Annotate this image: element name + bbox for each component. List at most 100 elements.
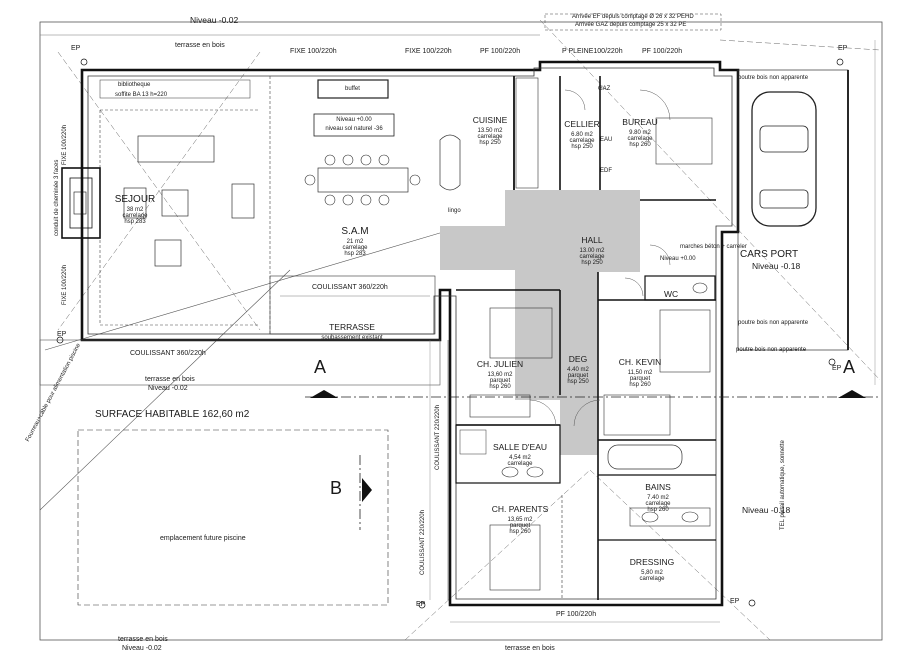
arrivee-gaz: Arrivée GAZ depuis comptage 25 x 32 PE [575,22,687,28]
portail-label: TEL portail automatique, sonnette [780,440,786,530]
section-a-right-label: A [843,357,856,377]
ep-label-5: EP [832,365,842,372]
fixe-left-1: FIXE 100/220h [62,124,68,165]
ep-marker-2 [56,336,64,344]
julien-bed [489,307,553,359]
armchair-2 [231,183,255,219]
level-left: Niveau -0.02 [148,385,188,392]
fixe-top-2: FIXE 100/220h [405,48,452,55]
coulissant-v-2: COULISSANT 220/220h [420,510,426,575]
roof-diagonal-7 [44,229,451,351]
car-windshield [759,125,809,153]
roof-diagonal-2 [57,51,261,331]
armchair-1 [123,187,147,219]
bains-vanity [629,507,711,527]
terrace-bottom-label: terrasse en bois [505,645,555,652]
ep-marker-3 [418,601,426,609]
room-hall: HALL 13.00 m2 carrelage hsp 250 [579,235,605,267]
section-a-left-label: A [314,357,327,377]
room-dressing: DRESSING 5,80 m2 carrelage [629,557,675,583]
pool-label: emplacement future piscine [160,535,246,542]
roof-diagonal-8 [39,269,291,511]
surface-habitable: SURFACE HABITABLE 162,60 m2 [95,409,250,420]
coulissant-left: COULISSANT 360/220h [130,350,206,357]
ep-label-1: EP [71,45,81,52]
armchair-3 [154,239,182,267]
wc-room [644,275,716,301]
coulissant-v-1: COULISSANT 220/220h [435,405,441,470]
bains-basin-2 [681,511,699,523]
arrivee-box [544,13,722,31]
roof-diagonal-5 [404,469,591,641]
terrace-bottom-left-label: terrasse en bois [118,636,168,643]
kitchen-island [439,134,461,191]
room-bureau: BUREAU 9.80 m2 carrelage hsp 260 [622,117,658,149]
section-b-label: B [330,478,343,498]
salle-eau-basin-1 [501,466,519,478]
ep-label-4: EP [838,45,848,52]
cellier-door-swing [564,89,586,111]
terrace-left [39,339,441,386]
room-sejour: SEJOUR 38 m2 carrelage hsp 283 [114,194,156,226]
conduit-label: conduit de cheminée 3 faces [54,159,60,236]
bookshelf [99,79,251,99]
salle-eau-room [455,424,561,484]
kevin-wardrobe [603,394,671,436]
buffet-label: buffet [345,86,360,92]
ep-marker-6 [748,599,756,607]
ep-marker-1 [80,58,88,66]
julien-wardrobe [469,394,531,418]
room-kevin: CH. KEVIN 11,50 m2 parquet hsp 260 [618,357,662,389]
room-salle-eau: SALLE D'EAU 4,54 m2 carrelage [492,442,548,468]
pf-top-2: PF 100/220h [642,48,683,55]
room-bains: BAINS 7.40 m2 carrelage hsp 260 [645,482,671,514]
dining-table [317,167,409,193]
poutre-note-3: poutre bois non apparente [736,347,807,353]
terrace-mid [269,275,436,335]
ep-label-3: EP [416,601,426,608]
section-a-arrow-left [310,390,338,398]
room-terrasse: TERRASSE soubassement existant [321,322,383,341]
level-bottom-left: Niveau -0.02 [122,645,162,652]
wc-toilet [692,282,708,294]
site-outline [39,21,883,641]
level-carport: Niveau -0.18 [752,261,801,271]
bibliotheque-label: bibliotheque [118,82,151,88]
roof-diagonal-4 [719,39,881,51]
pf-bottom: PF 100/220h [556,611,597,618]
salle-eau-shower [459,429,487,455]
coulissant-mid: COULISSANT 360/220h [312,284,388,291]
fireplace-hearth [73,191,87,215]
hall-shade [440,190,640,455]
buffet [317,79,389,99]
kevin-bed [659,309,711,373]
dining-chairs [304,154,421,206]
house-inner-wall [87,67,733,600]
lingo-label: lingo [448,208,461,214]
p-pleine: P PLEINE100/220h [562,48,623,55]
fireplace [61,167,101,239]
edf-label: EDF [600,168,612,174]
fixe-left-2: FIXE 100/220h [62,264,68,305]
ep-label-6: EP [730,598,740,605]
coffee-table [161,189,189,217]
house-outer-wall [80,60,740,607]
soffite-label: soffite BA 13 h=220 [115,92,168,98]
car-body [751,91,817,227]
door-swing-julien [529,399,557,427]
level-right: Niveau -0.18 [742,505,791,515]
sam-niveau-sol: niveau sol naturel -36 [325,126,383,132]
fireplace-inner [69,177,93,229]
marches-note: marches béton + carreler [680,244,747,250]
salle-eau-basin-2 [526,466,544,478]
bathtub [607,444,683,470]
section-b-arrow [362,478,372,502]
ep-label-2: EP [57,331,67,338]
car-rear-window [759,189,809,209]
hall-niveau: Niveau +0.00 [660,256,696,262]
room-cuisine: CUISINE 13.50 m2 carrelage hsp 250 [472,115,508,147]
roof-diagonal-6 [589,469,771,641]
door-swing-kevin [573,399,601,427]
room-carport: CARS PORT [740,249,799,260]
door-swing-wc [624,277,644,297]
